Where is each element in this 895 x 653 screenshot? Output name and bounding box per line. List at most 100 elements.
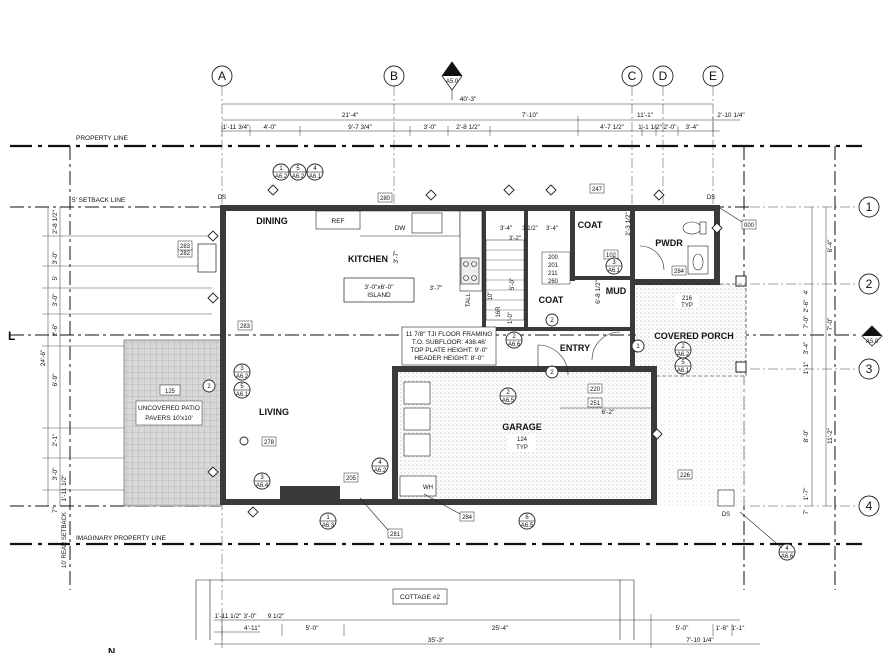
bottom-dim-overall: 35'-3" — [428, 637, 445, 644]
svg-text:A6.5: A6.5 — [502, 398, 515, 404]
ref-label: REF — [332, 218, 345, 225]
stair-dim-4: 5'-0" — [510, 278, 516, 290]
keynote-11: 283 — [180, 244, 191, 250]
room-coat-lower: COAT — [539, 295, 564, 305]
svg-text:3: 3 — [260, 475, 264, 481]
keynote-0: 000 — [744, 223, 755, 229]
framing-note-1: T.O. SUBFLOOR: 438.46' — [412, 339, 486, 346]
section-mark-right-num: 2 — [870, 331, 874, 337]
property-line-label: PROPERTY LINE — [76, 135, 128, 142]
bottom-dim-c: 9 1/2" — [268, 613, 285, 620]
stair-dim-1: 3 1/2" — [522, 226, 537, 232]
dim-sub3: 9'-7 3/4" — [348, 124, 372, 131]
detail-ref-8: 3 A6.1 — [605, 257, 623, 275]
left-dim-6: 6'-9" — [52, 373, 59, 387]
keynote-12: 284 — [674, 269, 685, 275]
left-dim-4: 2'-6" — [52, 323, 59, 337]
dim-seg3: 11'-1" — [637, 112, 654, 119]
grid-columns: A B C D E — [211, 65, 724, 640]
setback-line-label: 5' SETBACK LINE — [72, 197, 126, 204]
uncovered-patio: UNCOVERED PATIO PAVERS 10'x10' 125 — [123, 339, 223, 507]
svg-text:A6.1: A6.1 — [677, 368, 690, 374]
bottom-dim-g: 5'-0" — [676, 625, 690, 632]
framing-note: 11 7/8" TJI FLOOR FRAMING T.O. SUBFLOOR:… — [401, 326, 497, 366]
island-label: 3'-0"x6'-0" — [364, 284, 394, 291]
detail-ref-18: 2 — [545, 365, 559, 379]
left-dim-0: 2'-8 1/2" — [52, 209, 59, 233]
svg-text:A6.6: A6.6 — [508, 342, 521, 348]
right-dim-1: 4' — [803, 290, 810, 295]
right-dim-9: 1'-7" — [803, 487, 810, 501]
misc-dim-d3: 6'-2" — [602, 409, 616, 416]
svg-text:3: 3 — [612, 260, 616, 266]
grid-col-c: C — [628, 69, 637, 83]
svg-text:A6.1: A6.1 — [608, 268, 621, 274]
detail-ref-0: 1 A6.2 — [272, 163, 290, 181]
room-covered-porch: COVERED PORCH — [654, 331, 734, 341]
bottom-dim-e: 5'-0" — [306, 625, 320, 632]
bottom-dim-b: 3'-0" — [244, 613, 258, 620]
room-entry: ENTRY — [560, 343, 590, 353]
bottom-dim-h: 1'-6" — [716, 625, 730, 632]
right-dimensions: 6'-4" 4' 2'-6" 7'-0" 7'-0" 3'-4" 1'-1" 8… — [803, 207, 834, 514]
porch-column-1 — [735, 275, 747, 287]
dim-sub8: 2'-0" — [664, 124, 678, 131]
ds-bottom: DS — [722, 512, 730, 518]
keynote-9: 281 — [390, 532, 401, 538]
opening-tags — [207, 184, 723, 518]
room-garage: GARAGE — [502, 422, 542, 432]
right-dim-8: 11'-2" — [827, 427, 834, 444]
stair-dim-7: 1'-0" — [508, 312, 514, 324]
dim-sub5: 2'-8 1/2" — [456, 124, 480, 131]
room-labels: DINING KITCHEN LIVING COAT COAT PWDR MUD… — [256, 216, 734, 452]
top-dimensions: 40'-3" 21'-4" 7'-10" 11'-1" 2'-10 1/4" 1… — [221, 96, 745, 136]
stair-dim-2: 3'-4" — [546, 226, 558, 232]
porch-column-2 — [735, 361, 747, 373]
svg-text:A6.6: A6.6 — [781, 554, 794, 560]
bottom-dim-a: 1'-11 1/2" — [215, 613, 243, 620]
svg-text:4: 4 — [313, 166, 317, 172]
doors — [537, 245, 665, 376]
svg-text:5: 5 — [681, 360, 685, 366]
room-pwdr: PWDR — [655, 238, 683, 248]
misc-dim-d5: 2'-3 1/2" — [625, 211, 632, 235]
svg-text:1: 1 — [636, 344, 640, 350]
svg-text:A6.2: A6.2 — [292, 174, 305, 180]
svg-text:A6.5: A6.5 — [521, 523, 534, 529]
grid-row-4: 4 — [866, 499, 873, 513]
svg-text:A6.1: A6.1 — [309, 174, 322, 180]
dw-label: DW — [395, 225, 407, 232]
svg-text:A6.2: A6.2 — [374, 468, 387, 474]
stair-num-0: 200 — [548, 255, 559, 261]
cottage-outline: COTTAGE #2 — [195, 579, 635, 640]
left-dim-3: 3'-0" — [52, 293, 59, 307]
keynote-4: 226 — [680, 473, 691, 479]
grid-row-2: 2 — [866, 277, 873, 291]
dim-seg4: 2'-10 1/4" — [717, 112, 745, 119]
room-dining: DINING — [256, 216, 288, 226]
room-living: LIVING — [259, 407, 289, 417]
svg-text:2: 2 — [506, 390, 510, 396]
bottom-dim-d: 4'-11" — [244, 625, 261, 632]
north-arrow-label: N — [108, 647, 115, 653]
misc-dim-d1: 3'-7" — [393, 250, 400, 264]
right-dim-2: 2'-6" — [803, 299, 810, 313]
detail-ref-9: 2 A6.2 — [674, 341, 692, 359]
svg-text:2: 2 — [207, 384, 211, 390]
powder-fixtures — [682, 221, 709, 275]
stair-num-2: 211 — [548, 271, 558, 277]
detail-ref-10: 5 A6.1 — [674, 357, 692, 375]
stairs: 3'-4" 3 1/2" 3'-4" 3'-2" 5'-0" 10" 16R 1… — [485, 226, 571, 324]
dim-seg1: 21'-4" — [342, 112, 359, 119]
detail-ref-16: 1 — [631, 339, 645, 353]
svg-text:A6.2: A6.2 — [677, 352, 690, 358]
dim-sub1: 1'-11 3/4" — [223, 124, 251, 131]
garage-typ: TYP — [516, 445, 528, 451]
keynote-13: 284 — [462, 515, 473, 521]
svg-text:6: 6 — [525, 515, 529, 521]
left-dim-8: 3'-0" — [52, 467, 59, 481]
keynote-6: 251 — [590, 401, 601, 407]
section-mark-top-num: 2 — [450, 71, 454, 77]
grid-rows: 1 2 3 4 — [750, 196, 880, 517]
svg-text:1: 1 — [326, 515, 330, 521]
